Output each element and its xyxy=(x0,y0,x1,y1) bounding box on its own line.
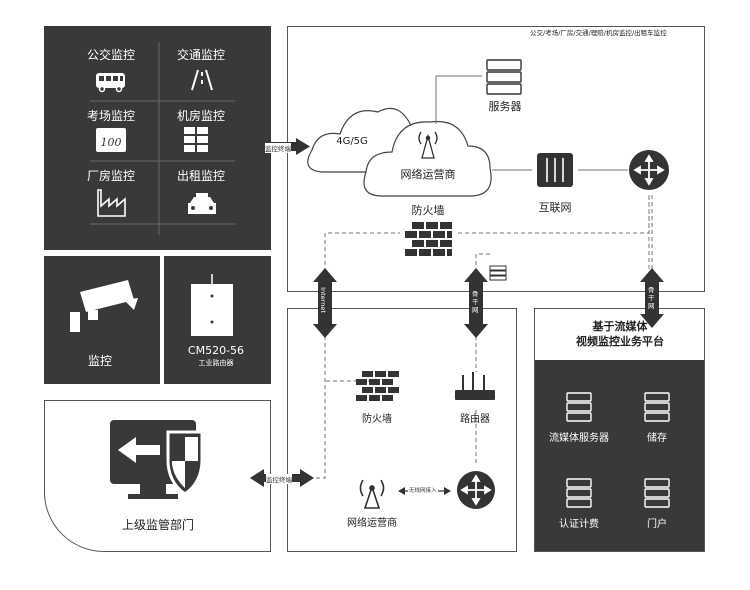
core-router-icon xyxy=(629,150,669,190)
monitor-shield-icon xyxy=(110,420,204,499)
internet-arrow xyxy=(313,268,337,338)
billing-label: 认证计费 xyxy=(559,519,599,530)
factory-icon xyxy=(97,189,126,217)
platform-title-line2: 视频监控业务平台 xyxy=(576,335,664,348)
platform-title-line1: 基于流媒体 xyxy=(592,320,648,333)
bus-icon xyxy=(96,73,125,93)
internet-switch-icon xyxy=(537,153,573,187)
antenna-icon-middle xyxy=(359,479,385,509)
wireless-access-tag: 无线网接入 xyxy=(408,486,438,494)
storage-label: 储存 xyxy=(647,433,667,444)
platform-panel xyxy=(534,360,704,552)
monitor-terminal-tag-top: 监控终端 xyxy=(265,143,291,153)
backbone-arrow-right xyxy=(640,268,664,328)
taxi-monitor-label: 出租监控 xyxy=(176,169,225,183)
firewall-label-middle: 防火墙 xyxy=(362,414,392,425)
exam-monitor-label: 考场监控 xyxy=(86,109,135,123)
router-sub-label: 工业路由器 xyxy=(198,359,234,367)
industrial-router-icon xyxy=(191,274,233,336)
cloud-4g-label: 4G/5G xyxy=(336,136,368,147)
taxi-icon xyxy=(188,193,216,214)
streaming-server-icon xyxy=(566,392,592,422)
svg-text:100: 100 xyxy=(101,136,122,149)
antenna-icon-top xyxy=(418,131,438,159)
camera-icon xyxy=(70,280,138,332)
middle-network-area xyxy=(287,308,517,552)
upper-authority-label: 上级监管部门 xyxy=(121,518,194,532)
operator-label-top: 网络运营商 xyxy=(400,168,456,181)
camera-panel xyxy=(44,256,160,384)
monitor-scenarios-panel xyxy=(44,26,271,250)
server-rack-icon xyxy=(184,127,208,152)
portal-label: 门户 xyxy=(647,519,667,530)
traffic-monitor-label: 交通监控 xyxy=(176,48,225,62)
firewall-label-top: 防火墙 xyxy=(411,204,445,217)
internet-vertical-tag: Internet xyxy=(318,287,327,313)
platform-header-area xyxy=(534,308,705,552)
backbone-tag-right: 骨干网 xyxy=(648,286,655,310)
server-icon xyxy=(486,59,522,95)
top-network-area xyxy=(287,26,705,292)
road-icon xyxy=(191,69,213,91)
backbone-arrow-left xyxy=(464,268,488,338)
streaming-server-label: 流媒体服务器 xyxy=(549,433,609,444)
router-icon xyxy=(455,372,495,400)
storage-icon xyxy=(644,392,670,422)
router-label: 路由器 xyxy=(460,414,490,425)
bus-monitor-label: 公交监控 xyxy=(86,48,135,62)
small-server-icon xyxy=(489,265,507,281)
cloud-operator-icon xyxy=(363,120,492,197)
exam-icon: 100 xyxy=(96,128,126,152)
operator-label-middle: 网络运营商 xyxy=(347,518,397,529)
router-model-label: CM520-56 xyxy=(187,344,245,357)
scenario-list-note: 公交/考场/厂房/交通/理赔/机房监控/出租车监控 xyxy=(530,29,667,37)
server-room-monitor-label: 机房监控 xyxy=(176,109,225,123)
factory-monitor-label: 厂房监控 xyxy=(86,169,135,183)
billing-server-icon xyxy=(566,478,592,508)
backbone-tag-left: 骨干网 xyxy=(472,290,479,314)
access-router-icon xyxy=(457,471,495,509)
portal-server-icon xyxy=(644,478,670,508)
internet-label: 互联网 xyxy=(538,201,572,214)
firewall-icon-top xyxy=(405,222,452,256)
monitor-terminal-tag-bottom: 监控终端 xyxy=(266,474,292,484)
server-label: 服务器 xyxy=(488,100,522,113)
camera-label: 监控 xyxy=(87,354,112,368)
firewall-icon-middle xyxy=(356,371,399,401)
